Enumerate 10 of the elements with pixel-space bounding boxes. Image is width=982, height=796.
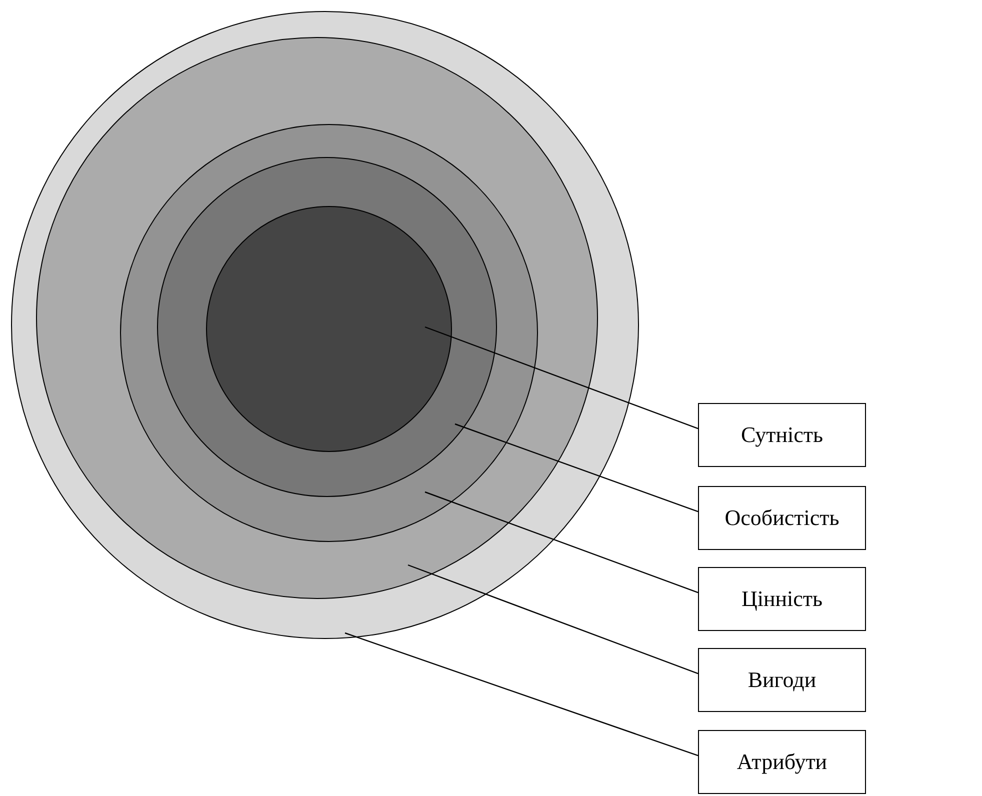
label-box: Вигоди [698, 648, 866, 712]
label-box: Сутність [698, 403, 866, 467]
leader-line [424, 491, 698, 594]
label-box: Особистість [698, 486, 866, 550]
label-box: Цінність [698, 567, 866, 631]
leader-line [344, 632, 698, 756]
leader-line [424, 326, 698, 430]
leader-line [408, 564, 698, 674]
leader-line [454, 423, 698, 512]
label-box: Атрибути [698, 730, 866, 794]
